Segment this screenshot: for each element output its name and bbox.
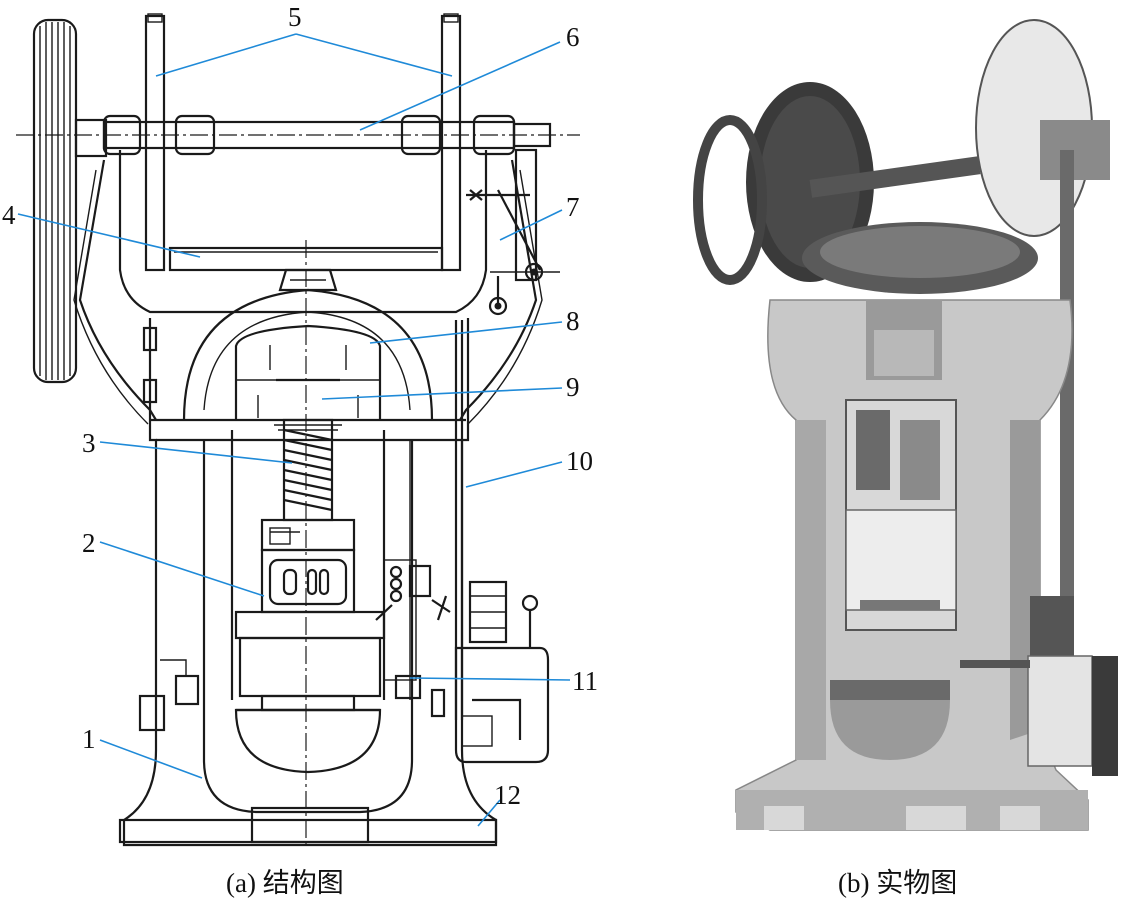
callout-label-6: 6 bbox=[566, 22, 580, 52]
photo-control-box bbox=[1027, 655, 1093, 767]
photo-pulley bbox=[693, 115, 767, 285]
callout-label-12: 12 bbox=[494, 780, 521, 810]
flywheel-drawing bbox=[32, 18, 108, 384]
callout-label-3: 3 bbox=[82, 428, 96, 458]
caption-panel-b: (b) 实物图 bbox=[838, 868, 957, 898]
callout-label-9: 9 bbox=[566, 372, 580, 402]
screw-nut-drawing bbox=[278, 268, 338, 292]
callout-label-1: 1 bbox=[82, 724, 96, 754]
callout-label-5: 5 bbox=[288, 2, 302, 32]
caption-panel-a: (a) 结构图 bbox=[226, 868, 344, 898]
crown-nut-block-drawing bbox=[236, 345, 380, 418]
callout-label-2: 2 bbox=[82, 528, 96, 558]
panel-a-structure-drawing bbox=[16, 13, 580, 847]
left-fittings-drawing bbox=[138, 326, 200, 732]
trip-linkage-drawing bbox=[375, 559, 451, 700]
slider-drawing bbox=[234, 518, 386, 712]
screw-drawing bbox=[270, 418, 346, 522]
callout-labels: 5 6 4 7 8 9 3 10 2 11 1 12 bbox=[2, 2, 598, 810]
motor-assembly-drawing bbox=[430, 580, 550, 764]
main-shaft-drawing bbox=[16, 114, 580, 156]
callout-label-7: 7 bbox=[566, 192, 580, 222]
friction-discs-drawing bbox=[144, 13, 462, 272]
callout-label-8: 8 bbox=[566, 306, 580, 336]
callout-label-11: 11 bbox=[572, 666, 598, 696]
callout-leaders bbox=[17, 33, 571, 827]
callout-label-10: 10 bbox=[566, 446, 593, 476]
callout-label-4: 4 bbox=[2, 200, 16, 230]
panel-b-photo bbox=[693, 19, 1118, 831]
